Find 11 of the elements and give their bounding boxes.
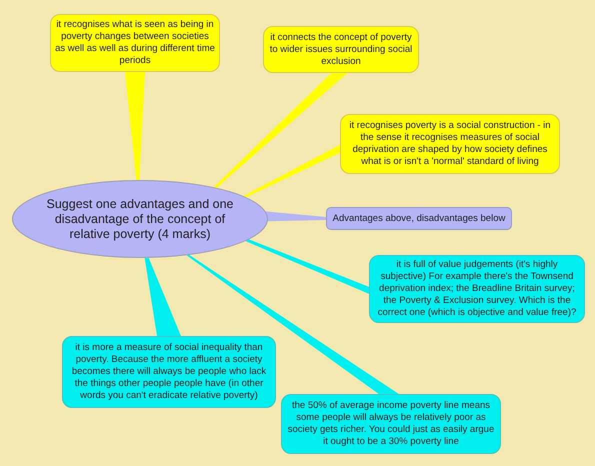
question-ellipse: Suggest one advantages and one disadvantage of the concept of relative poverty (4 marks) — [12, 180, 268, 258]
branch-connector — [246, 239, 370, 294]
note-box: it connects the concept of poverty to wider issues surrounding social exclusion — [263, 26, 419, 73]
note-box: the 50% of average income poverty line means some people will always be relatively poor as society gets richer. You could just as easily argue it ought to be a 30% poverty line — [281, 394, 501, 454]
note-box: it recognises what is seen as being in poverty changes between societies as well as well as during different time periods — [50, 14, 220, 72]
note-box: Advantages above, disadvantages below — [326, 207, 512, 230]
note-box: it recognises poverty is a social construction - in the sense it recognises measures of social deprivation are shaped by how society defines what is or isn't a 'normal' standard of living — [340, 114, 560, 174]
branch-connector — [144, 258, 181, 336]
branch-connector — [266, 211, 326, 222]
branch-connector — [244, 144, 340, 198]
branch-connector — [125, 72, 145, 180]
